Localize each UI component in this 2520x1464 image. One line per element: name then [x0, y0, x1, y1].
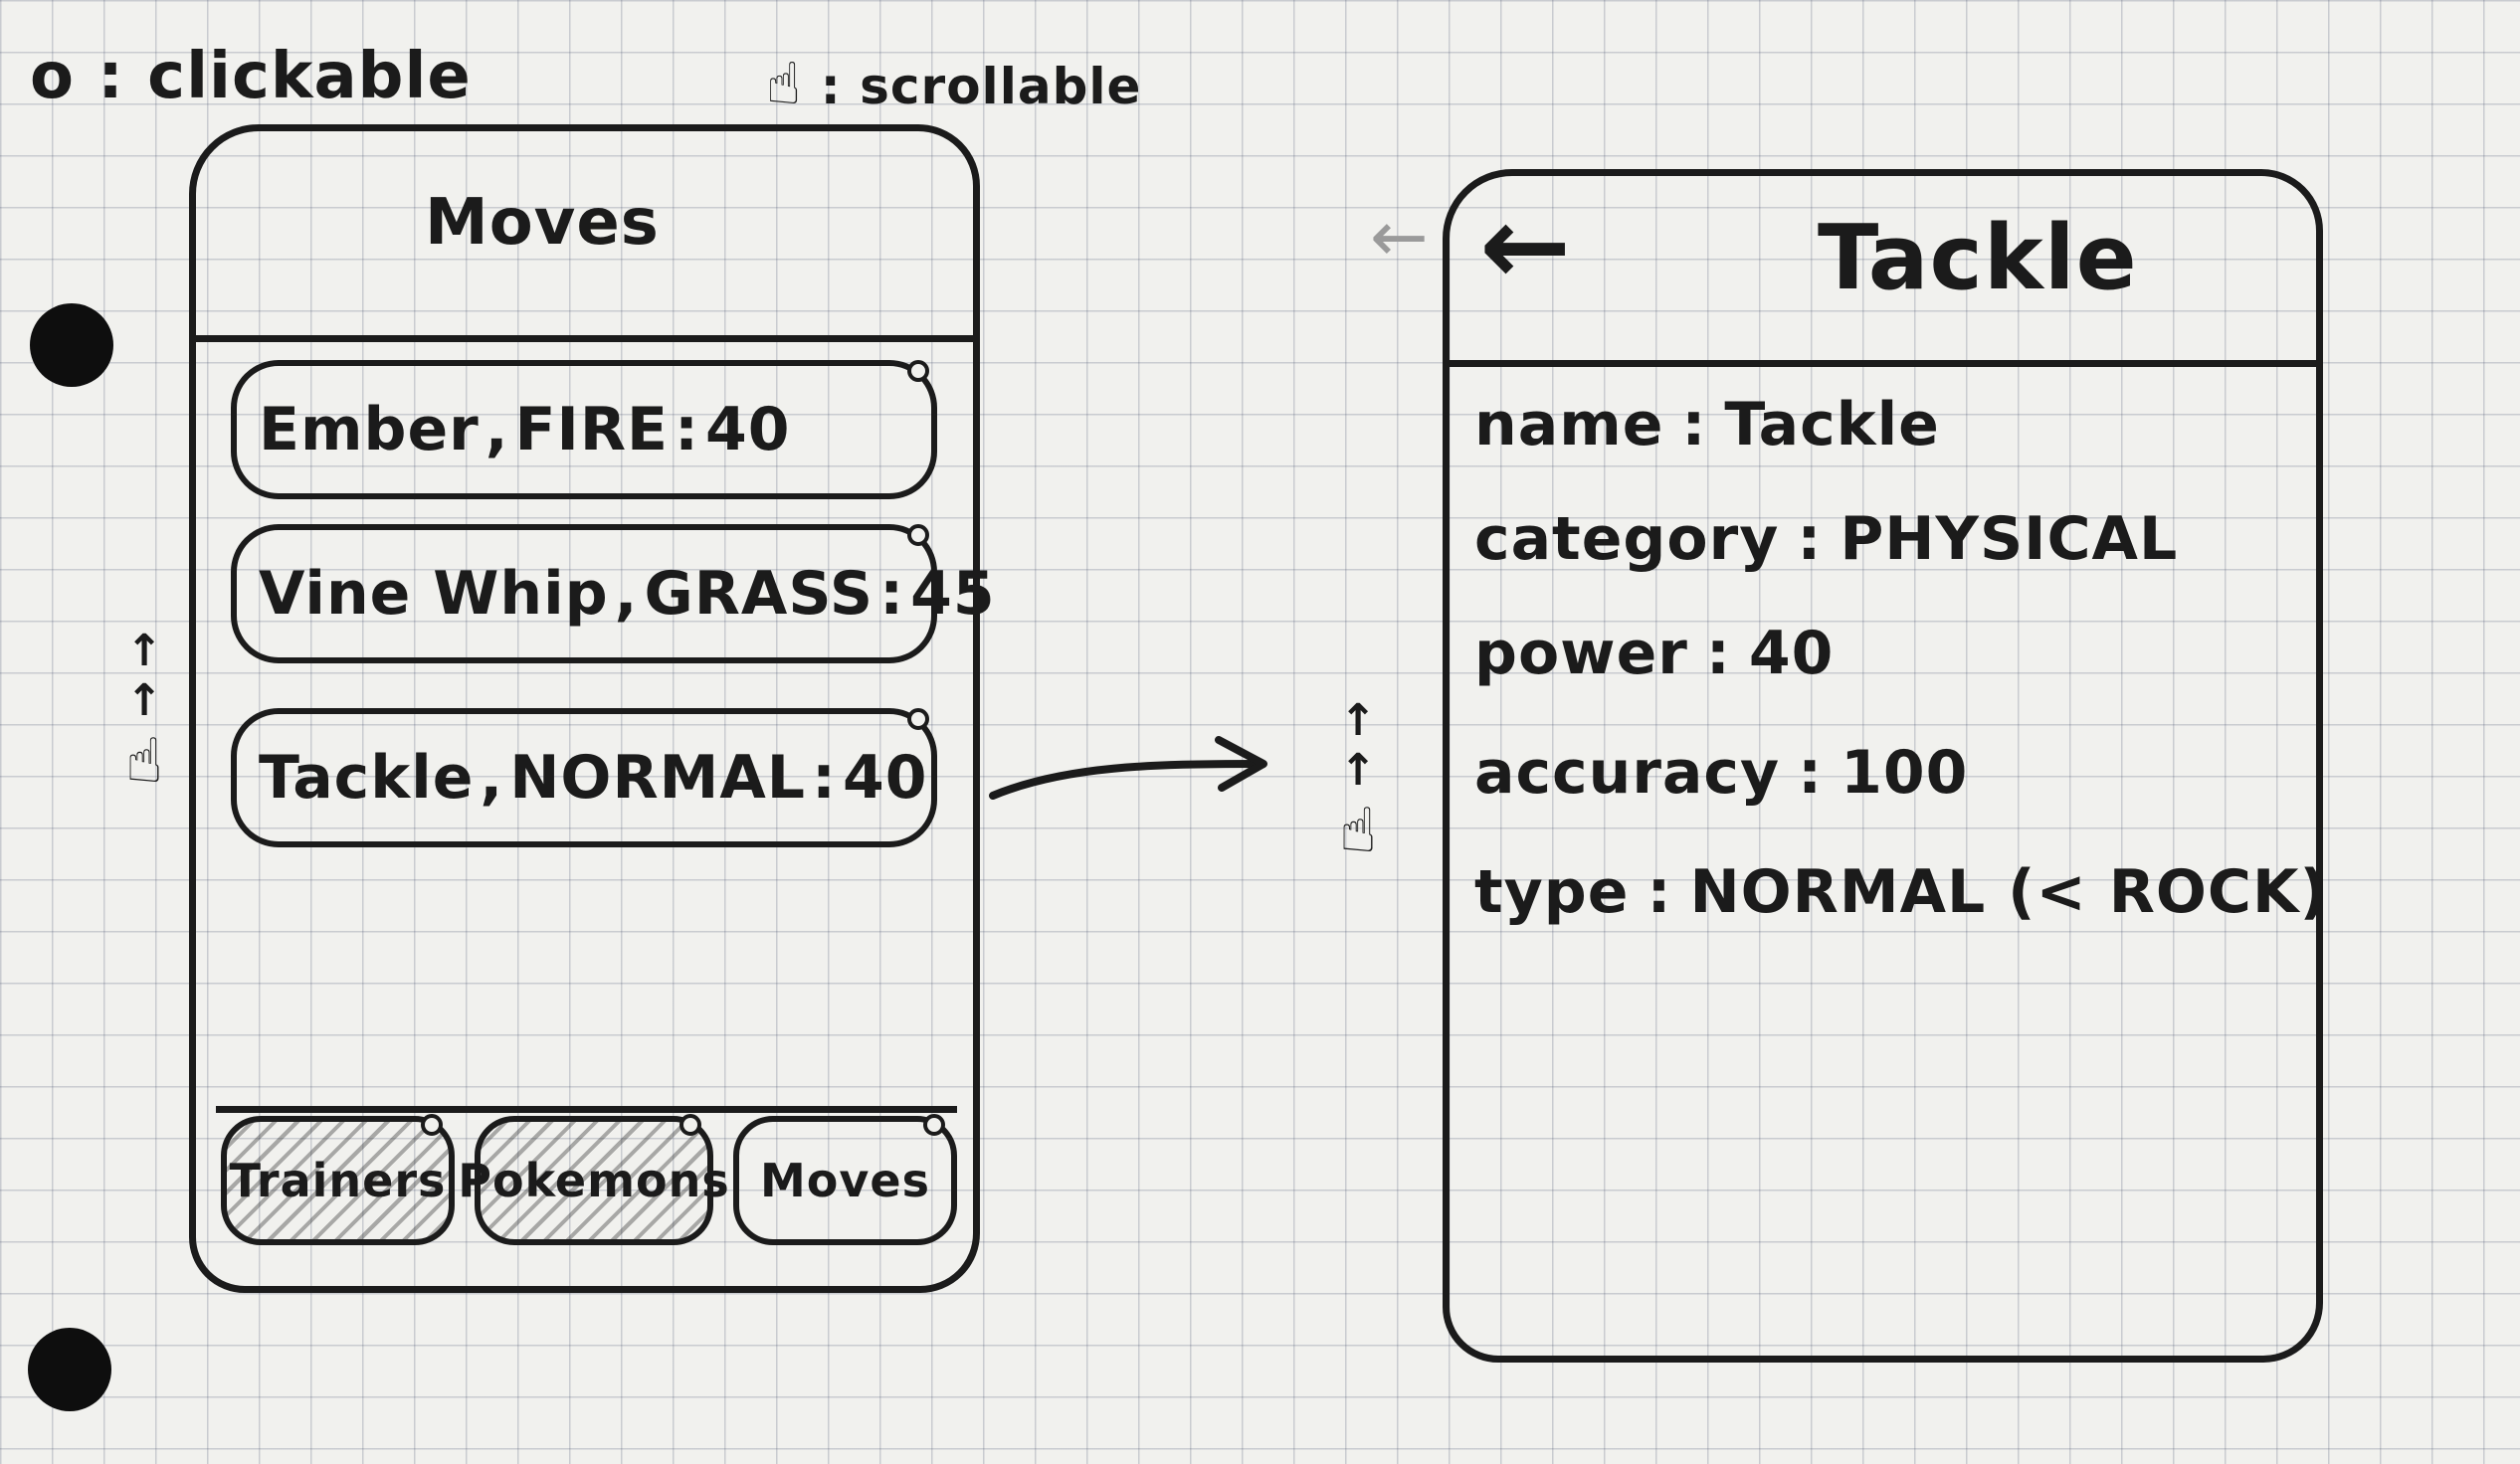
header-divider [1450, 360, 2316, 367]
field-value: NORMAL (< ROCK) [1689, 857, 2328, 927]
field-value: 40 [1748, 619, 1835, 688]
legend-scrollable: ☝ : scrollable [766, 50, 1141, 117]
field-value: 100 [1841, 738, 1969, 808]
scroll-up-arrow: ↑ [125, 626, 163, 676]
move-item-tackle[interactable]: Tackle, NORMAL: 40 [231, 708, 937, 847]
move-name: Tackle [259, 743, 475, 813]
scroll-indicator-detail: ↑ ↑ ☝ [1313, 696, 1403, 865]
clickable-marker [421, 1114, 443, 1136]
phone-moves-list: Moves Ember, FIRE: 40 Vine Whip, GRASS: … [189, 124, 995, 1293]
header-divider [196, 335, 973, 342]
tab-pokemons[interactable]: Pokemons [458, 1114, 729, 1245]
tab-label: Trainers [229, 1154, 447, 1207]
back-button[interactable]: ← [1479, 186, 1571, 305]
move-item-ember[interactable]: Ember, FIRE: 40 [231, 360, 937, 499]
phone-move-detail: ← ← Tackle name:Tackle category:PHYSICAL… [1370, 169, 2327, 1363]
back-arrow-ghost-icon: ← [1370, 196, 1429, 277]
field-name: name:Tackle [1474, 390, 1940, 459]
page-title: Moves [425, 186, 660, 260]
field-label: power [1474, 619, 1688, 688]
field-label: type [1474, 857, 1630, 927]
navigation-arrow-icon [989, 736, 1267, 800]
move-type: FIRE [514, 395, 670, 464]
field-accuracy: accuracy:100 [1474, 738, 1969, 808]
legend-clickable: o : clickable [30, 40, 472, 113]
scroll-up-arrow: ↑ [1339, 695, 1377, 746]
tab-trainers[interactable]: Trainers [221, 1114, 455, 1245]
back-arrow-icon: ← [1479, 182, 1572, 309]
field-label: name [1474, 390, 1664, 459]
legend-scrollable-label: : scrollable [820, 58, 1142, 115]
move-name: Vine Whip [259, 559, 609, 629]
clickable-marker [923, 1114, 945, 1136]
tab-label: Pokemons [458, 1154, 730, 1207]
pointing-hand-icon: ☝ [125, 724, 163, 797]
field-value: PHYSICAL [1840, 504, 2179, 574]
page-title: Tackle [1818, 206, 2138, 310]
pointing-hand-icon: ☝ [1339, 794, 1377, 866]
clickable-marker [907, 708, 929, 730]
clickable-marker [907, 524, 929, 546]
scroll-up-arrow: ↑ [125, 675, 163, 726]
tabbar-divider [216, 1106, 957, 1113]
tab-moves[interactable]: Moves [733, 1114, 957, 1245]
field-type: type:NORMAL (< ROCK) [1474, 857, 2328, 927]
field-label: accuracy [1474, 738, 1781, 808]
move-type: NORMAL [509, 743, 807, 813]
binder-hole-top [30, 303, 113, 387]
binder-hole-bottom [28, 1328, 111, 1411]
tab-label: Moves [760, 1154, 930, 1207]
clickable-marker [679, 1114, 701, 1136]
field-value: Tackle [1724, 390, 1940, 459]
field-category: category:PHYSICAL [1474, 504, 2179, 574]
move-type: GRASS [644, 559, 874, 629]
move-item-vine-whip[interactable]: Vine Whip, GRASS: 45 [231, 524, 995, 663]
move-name: Ember [259, 395, 480, 464]
move-power: 40 [843, 743, 928, 813]
move-power: 45 [910, 559, 996, 629]
field-label: category [1474, 504, 1780, 574]
move-power: 40 [705, 395, 791, 464]
clickable-marker [907, 360, 929, 382]
field-power: power:40 [1474, 619, 1835, 688]
pointing-hand-icon: ☝ [766, 50, 803, 117]
scroll-indicator-list: ↑ ↑ ☝ [99, 627, 189, 796]
scroll-up-arrow: ↑ [1339, 745, 1377, 796]
